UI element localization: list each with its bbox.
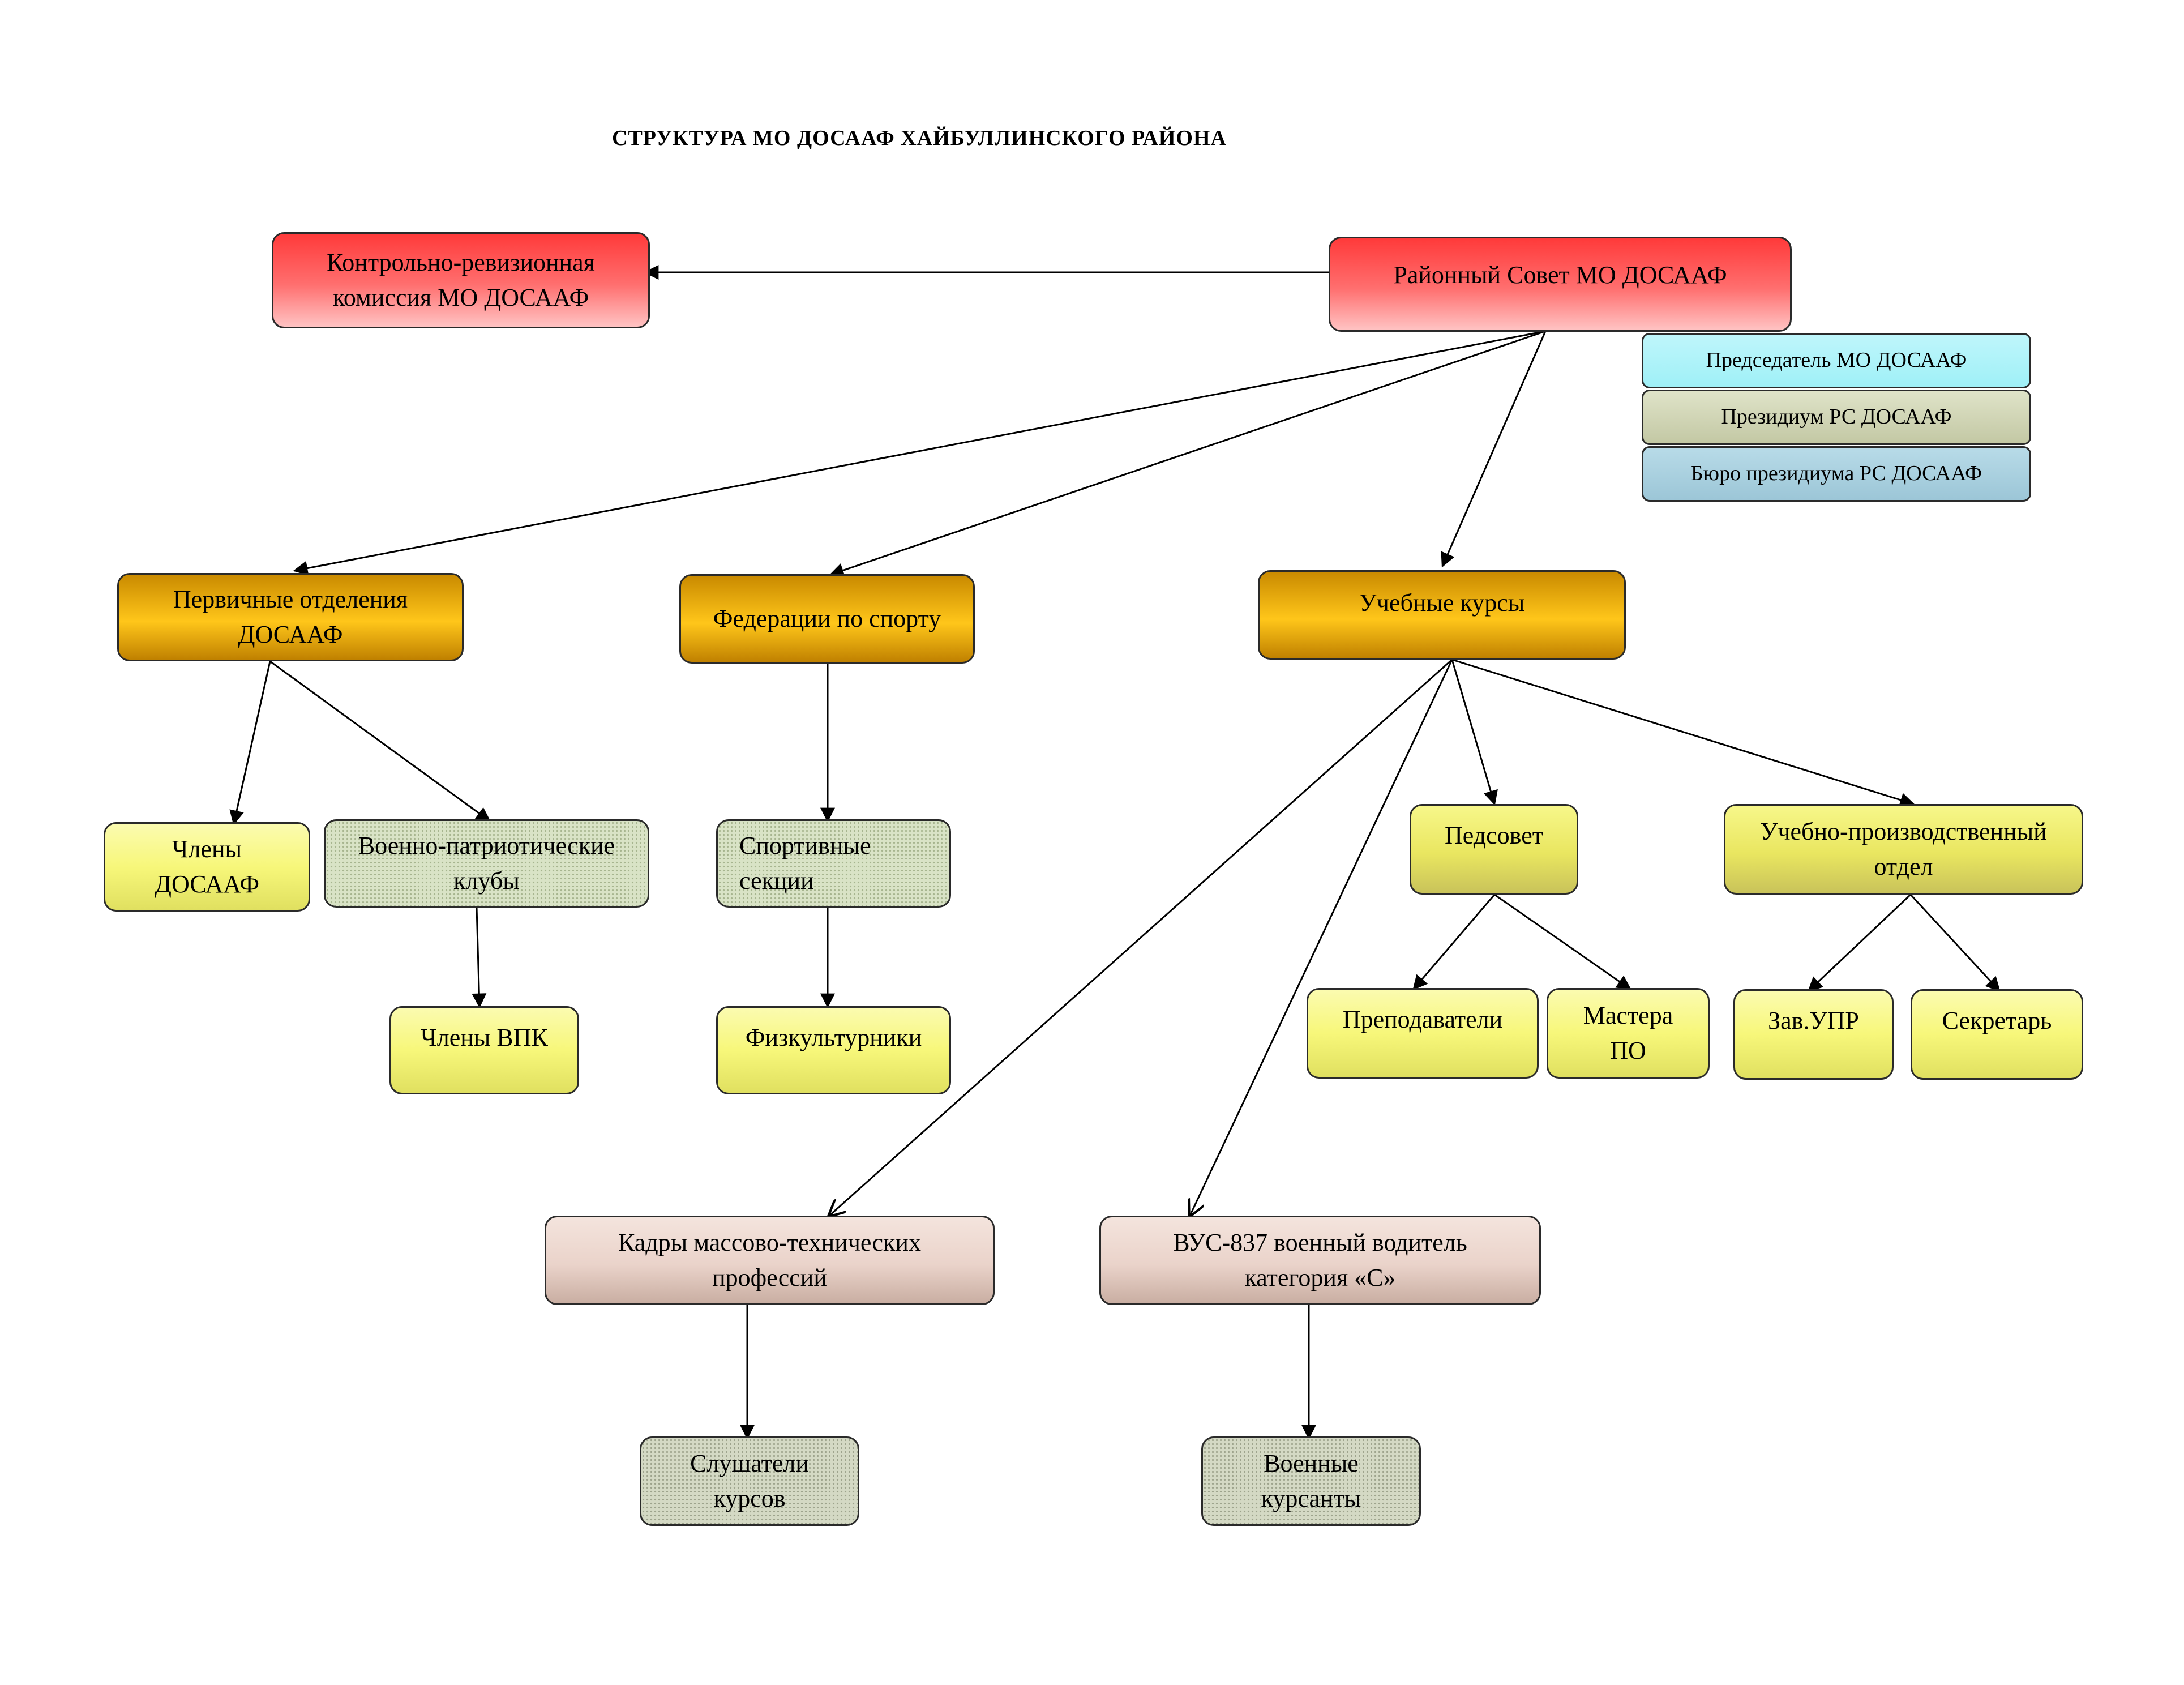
node-audit-commission-label: Контрольно-ревизионная комиссия МО ДОСАА… <box>327 249 595 311</box>
node-masters: Мастера ПО <box>1547 988 1710 1079</box>
node-chairman: Председатель МО ДОСААФ <box>1642 333 2031 388</box>
node-athletes: Физкультурники <box>716 1006 951 1094</box>
arrow-courses-prod <box>1451 658 1915 807</box>
node-pedsovet-label: Педсовет <box>1445 822 1543 849</box>
arrow-primary-clubs <box>269 660 491 822</box>
node-bureau-label: Бюро президиума РС ДОСААФ <box>1690 461 1982 486</box>
node-district-council: Районный Совет МО ДОСААФ <box>1329 237 1792 332</box>
node-dosaaf-members: Члены ДОСААФ <box>104 822 310 912</box>
node-head-upr: Зав.УПР <box>1733 989 1894 1080</box>
node-presidium-label: Президиум РС ДОСААФ <box>1721 405 1952 429</box>
node-bureau: Бюро президиума РС ДОСААФ <box>1642 446 2031 502</box>
node-teachers: Преподаватели <box>1307 988 1539 1079</box>
arrow-pedsovet-masters <box>1494 893 1632 990</box>
node-masters-label: Мастера ПО <box>1583 1002 1673 1064</box>
node-dosaaf-members-label: Члены ДОСААФ <box>154 835 260 898</box>
node-vpk-members: Члены ВПК <box>389 1006 579 1094</box>
node-sport-federations-label: Федерации по спорту <box>713 605 941 633</box>
node-course-listeners: Слушатели курсов <box>640 1436 859 1526</box>
node-vus-837: ВУС-837 военный водитель категория «С» <box>1099 1216 1541 1305</box>
node-military-cadets: Военные курсанты <box>1201 1436 1421 1526</box>
node-vus-837-label: ВУС-837 военный водитель категория «С» <box>1173 1229 1467 1291</box>
arrow-prod-headupr <box>1808 893 1912 992</box>
node-pedsovet: Педсовет <box>1410 804 1578 895</box>
node-training-courses-label: Учебные курсы <box>1359 589 1525 617</box>
arrow-courses-masstech <box>829 658 1453 1216</box>
node-primary-branches: Первичные отделения ДОСААФ <box>117 573 464 661</box>
page-title: СТРУКТУРА МО ДОСААФ ХАЙБУЛЛИНСКОГО РАЙОН… <box>612 126 1227 150</box>
node-primary-branches-label: Первичные отделения ДОСААФ <box>173 585 408 648</box>
node-production-dept: Учебно-производственный отдел <box>1724 804 2083 895</box>
arrow-prod-secretary <box>1909 893 2001 992</box>
node-sport-federations: Федерации по спорту <box>679 574 975 664</box>
node-sport-sections-label: Спортивные секции <box>739 832 871 895</box>
node-athletes-label: Физкультурники <box>745 1024 922 1051</box>
node-sport-sections: Спортивные секции <box>716 819 951 908</box>
arrow-clubs-vpk <box>472 907 487 1008</box>
arrow-primary-members <box>229 661 271 826</box>
node-teachers-label: Преподаватели <box>1342 1006 1503 1033</box>
node-chairman-label: Председатель МО ДОСААФ <box>1706 348 1967 373</box>
arrow-council-courses <box>1441 331 1547 568</box>
node-patriotic-clubs: Военно-патриотические клубы <box>324 819 649 908</box>
node-production-dept-label: Учебно-производственный отдел <box>1760 818 2047 880</box>
arrow-courses-pedsovet <box>1451 659 1498 806</box>
node-head-upr-label: Зав.УПР <box>1768 1007 1859 1034</box>
arrow-council-federations <box>829 330 1546 578</box>
node-course-listeners-label: Слушатели курсов <box>690 1449 809 1512</box>
node-mass-tech-personnel-label: Кадры массово-технических профессий <box>618 1229 921 1291</box>
node-district-council-label: Районный Совет МО ДОСААФ <box>1393 261 1727 289</box>
node-audit-commission: Контрольно-ревизионная комиссия МО ДОСАА… <box>272 232 650 328</box>
node-military-cadets-label: Военные курсанты <box>1261 1449 1361 1512</box>
arrow-pedsovet-teachers <box>1412 894 1496 990</box>
node-vpk-members-label: Члены ВПК <box>421 1024 548 1051</box>
arrow-courses-vus <box>1190 659 1453 1216</box>
node-mass-tech-personnel: Кадры массово-технических профессий <box>545 1216 995 1305</box>
node-secretary-label: Секретарь <box>1942 1007 2052 1034</box>
node-presidium: Президиум РС ДОСААФ <box>1642 390 2031 445</box>
node-training-courses: Учебные курсы <box>1258 570 1626 660</box>
node-patriotic-clubs-label: Военно-патриотические клубы <box>358 832 615 895</box>
node-secretary: Секретарь <box>1911 989 2083 1080</box>
arrow-council-primary <box>293 330 1546 576</box>
